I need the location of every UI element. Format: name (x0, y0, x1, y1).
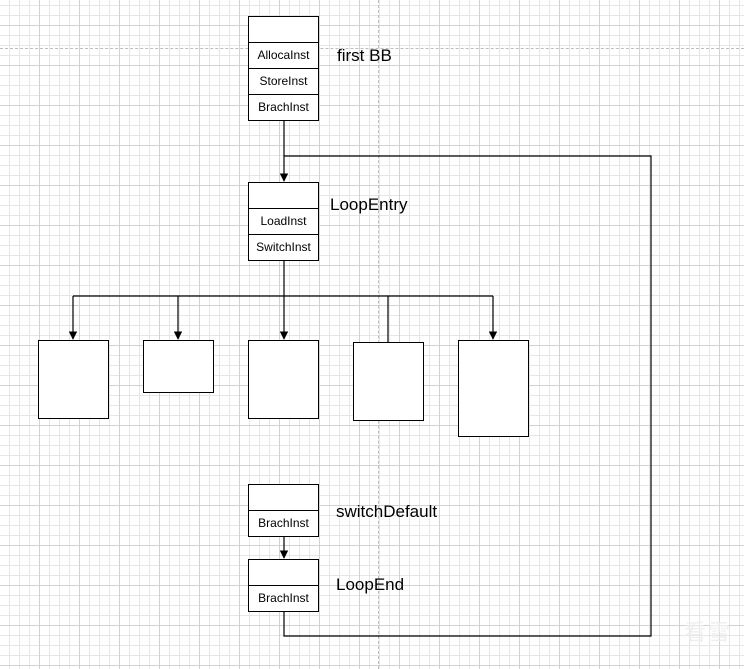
case-block-2[interactable] (143, 340, 214, 393)
loop-entry-node[interactable]: LoadInst SwitchInst (248, 182, 319, 261)
first-bb-inst-1: StoreInst (249, 69, 318, 95)
first-bb-inst-0: AllocaInst (249, 43, 318, 69)
case-block-1[interactable] (38, 340, 109, 419)
switch-default-header (249, 485, 318, 511)
switch-default-inst-0: BrachInst (258, 516, 309, 530)
first-bb-label: first BB (337, 46, 392, 65)
first-bb-header (249, 17, 318, 43)
vertical-guide-line (378, 0, 379, 669)
horizontal-guide-line (0, 48, 744, 49)
loop-end-node[interactable]: BrachInst (248, 559, 319, 612)
first-bb-inst-2: BrachInst (258, 100, 309, 114)
loop-entry-inst-0: LoadInst (249, 209, 318, 235)
loop-end-label: LoopEnd (336, 575, 405, 594)
case-block-4[interactable] (353, 342, 424, 421)
first-bb-node[interactable]: AllocaInst StoreInst BrachInst (248, 16, 319, 121)
edge-loopend-backedge (283, 155, 652, 637)
watermark: 看雪 (683, 620, 732, 645)
loop-end-header (249, 560, 318, 586)
case-block-5[interactable] (458, 340, 529, 437)
case-block-3[interactable] (248, 340, 319, 419)
switch-default-node[interactable]: BrachInst (248, 484, 319, 537)
loop-end-inst-0: BrachInst (258, 591, 309, 605)
switch-default-label: switchDefault (336, 502, 438, 521)
loop-entry-label: LoopEntry (330, 195, 408, 214)
loop-entry-header (249, 183, 318, 209)
loop-entry-inst-1: SwitchInst (256, 240, 311, 254)
